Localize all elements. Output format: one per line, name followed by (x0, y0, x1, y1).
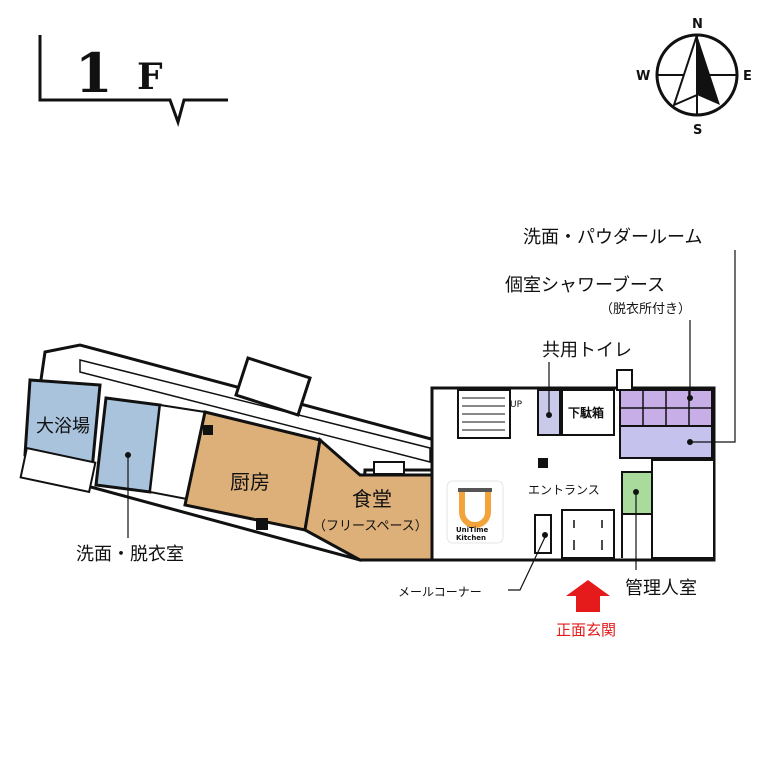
compass-e: E (743, 69, 752, 84)
floor-title: 1 F (38, 35, 228, 127)
main-entrance-label: 正面玄関 (556, 621, 616, 639)
central-block: UP 下駄箱 エントランス (430, 369, 716, 562)
dining-sub-label: （フリースペース） (313, 519, 428, 534)
floor-unit: F (137, 56, 163, 98)
shower-booth-label: 個室シャワーブース (505, 274, 665, 296)
logo-line2: Kitchen (456, 534, 486, 542)
dining-label: 食堂 (352, 487, 392, 511)
logo-line1: UniTime (456, 526, 489, 534)
bath-label: 大浴場 (36, 416, 90, 437)
kitchen-label: 厨房 (230, 470, 270, 494)
mail-corner-label: メールコーナー (398, 585, 482, 599)
floor-number: 1 (75, 41, 113, 105)
compass-s: S (693, 123, 702, 138)
compass-icon: N S E W (636, 17, 752, 138)
compass-w: W (636, 69, 650, 84)
dressing-label: 洗面・脱衣室 (76, 544, 184, 565)
compass-n: N (692, 17, 703, 32)
entrance-vestibule (561, 509, 615, 559)
entrance-arrow-icon (566, 580, 610, 612)
shoe-box-label: 下駄箱 (568, 405, 604, 420)
manager-label: 管理人室 (625, 578, 697, 599)
shared-toilet-label: 共用トイレ (542, 340, 632, 361)
stairs-up-label: UP (510, 400, 523, 410)
room-shoe-box (561, 389, 615, 436)
entrance-label: エントランス (528, 483, 600, 497)
powder-room-label: 洗面・パウダールーム (523, 227, 702, 248)
west-wing (19, 343, 437, 562)
pot-logo-icon: UniTime Kitchen (446, 480, 504, 544)
title-frame (38, 35, 228, 127)
shower-booth-sub-label: （脱衣所付き） (600, 301, 691, 317)
